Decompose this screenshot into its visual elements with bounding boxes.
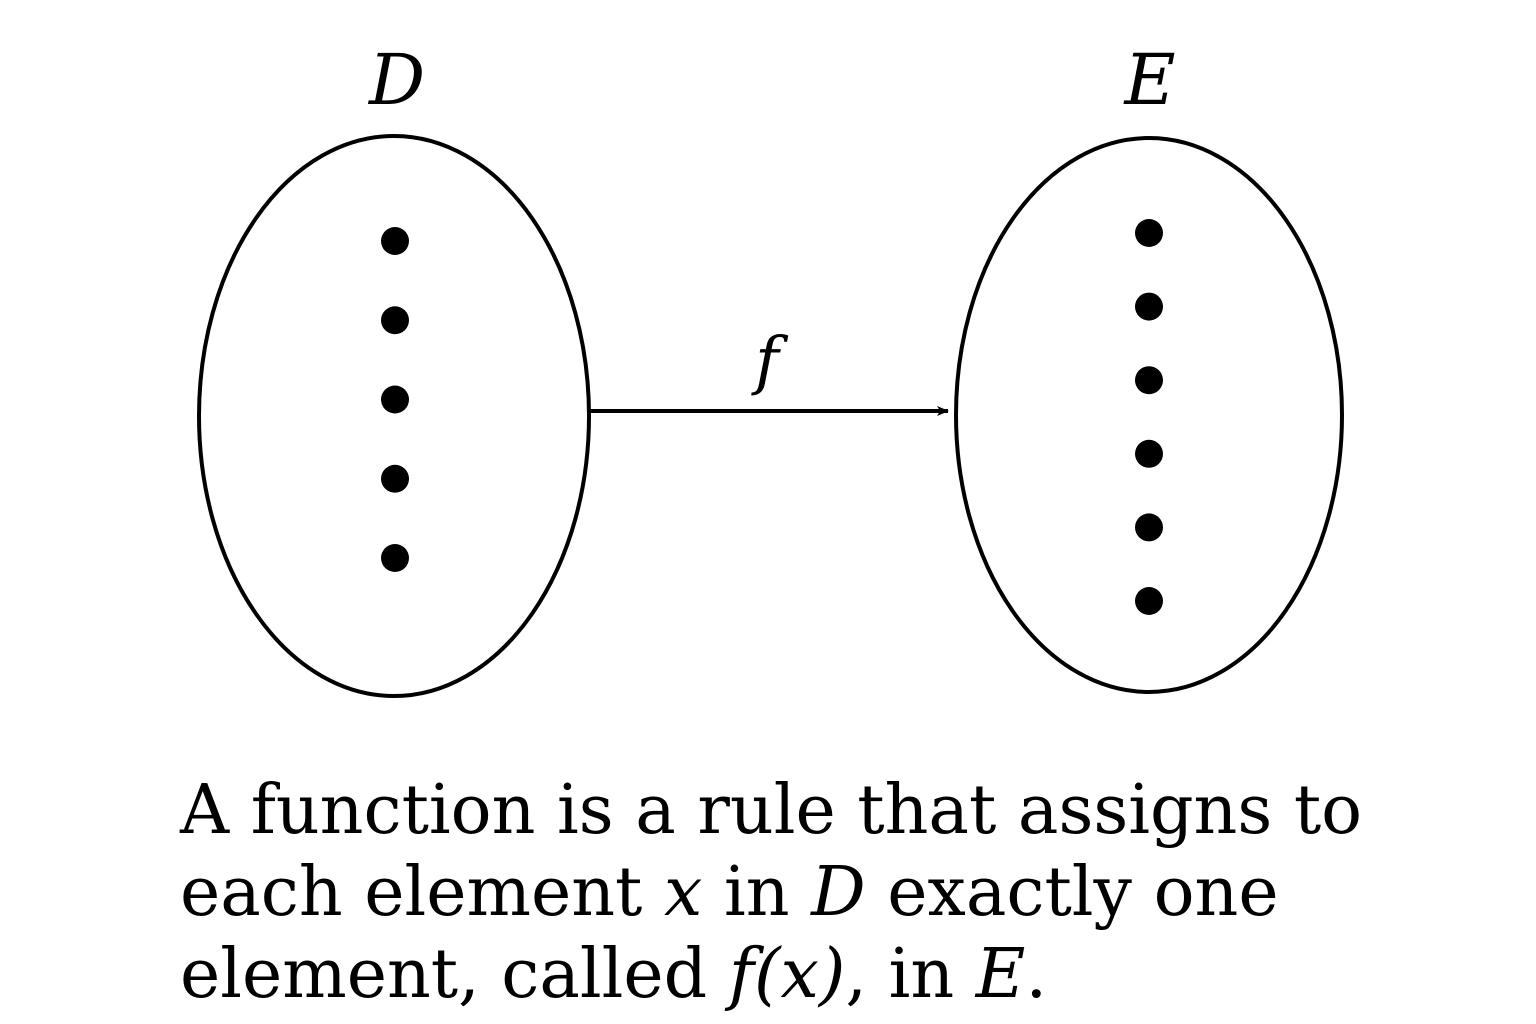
codomain-element-dot (1135, 219, 1163, 247)
function-expression: f(x) (728, 935, 846, 1014)
codomain-set-ellipse (954, 136, 1344, 694)
domain-element-dot (381, 227, 409, 255)
domain-element-dot (381, 306, 409, 335)
codomain-elements (1135, 219, 1163, 615)
domain-element-dot (381, 385, 409, 414)
caption-text: exactly one (865, 853, 1279, 932)
domain-set-ellipse (197, 134, 591, 698)
caption-text: in (702, 853, 812, 932)
caption-line-1: A function is a rule that assigns to (180, 771, 1363, 850)
codomain-element-dot (1135, 366, 1163, 395)
variable-e: E (975, 935, 1026, 1014)
mapping-label: f (751, 324, 789, 398)
caption-text: , in (845, 935, 976, 1014)
definition-caption: A function is a rule that assigns to eac… (180, 770, 1400, 1016)
caption-line-2: each element x in D exactly one (180, 852, 1400, 934)
variable-d: D (811, 853, 866, 932)
domain-element-dot (381, 544, 409, 572)
caption-text: each element (180, 853, 664, 932)
codomain-element-dot (1135, 513, 1163, 542)
domain-set-label: D (367, 39, 425, 121)
codomain-element-dot (1135, 587, 1163, 615)
codomain-set-label: E (1122, 39, 1175, 121)
domain-element-dot (381, 464, 409, 493)
codomain-element-dot (1135, 439, 1163, 468)
caption-text: element, called (180, 935, 729, 1014)
codomain-element-dot (1135, 292, 1163, 321)
caption-text: . (1025, 935, 1048, 1014)
variable-x: x (663, 853, 703, 932)
domain-elements (381, 227, 409, 572)
caption-line-3: element, called f(x), in E. (180, 934, 1400, 1016)
